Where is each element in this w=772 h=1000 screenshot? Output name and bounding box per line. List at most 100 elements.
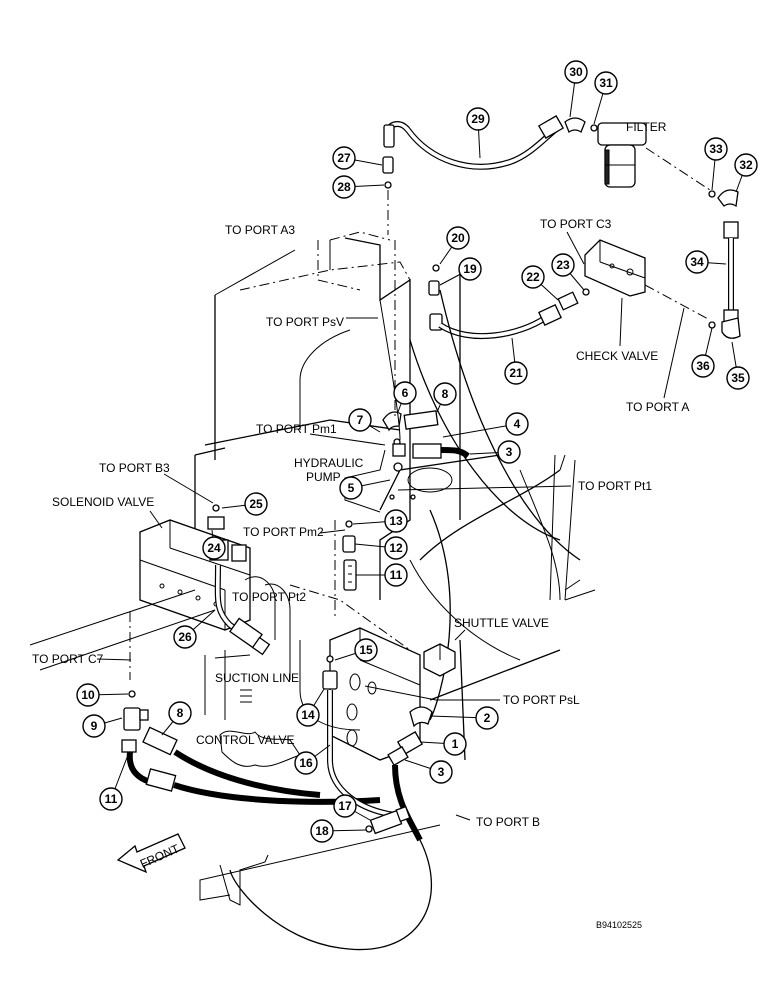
fitting-27 [382,156,394,174]
callout-bubble [466,107,490,131]
tank-right [549,454,576,601]
callout-bubble [497,440,521,464]
callout-33: 33 [704,137,728,191]
callout-bubble [433,382,457,406]
tee-9-side [139,709,149,721]
callout-bubble [443,732,467,756]
callout-number: 19 [463,262,477,276]
callout-11: 11 [356,563,408,587]
front-arrow: FRONT [116,833,186,874]
callout-number: 4 [514,417,521,431]
hose-upper [299,329,351,430]
callout-number: 17 [338,799,352,813]
callout-number: 28 [337,180,351,194]
callout-bubble [354,638,378,662]
bottom-hose-loop [229,839,433,951]
callout-bubble [202,536,226,560]
callout-number: 11 [390,568,403,582]
callout-number: 7 [357,413,364,427]
callout-bubble [458,257,482,281]
pt2-leader [214,654,251,659]
label-port-psl: TO PORT PsL [503,693,580,707]
callout-16: 16 [294,744,331,775]
callout-number: 6 [402,386,409,400]
callout-bubble [294,751,318,775]
fitting-14 [322,670,338,690]
hose-21 [429,303,562,340]
callout-bubble [296,703,320,727]
callout-bubble [332,175,356,199]
psl-leader-2 [364,685,437,701]
callout-35: 35 [726,341,750,390]
o-ring-20 [432,264,440,272]
callout-number: 24 [207,541,221,555]
callout-12: 12 [354,536,408,560]
floor-line-left [29,589,196,646]
callout-30: 30 [564,60,588,118]
callout-14: 14 [296,688,325,727]
callout-number: 20 [451,231,465,245]
callout-bubble [551,253,575,277]
callout-number: 23 [556,258,570,272]
label-control-valve: CONTROL VALVE [196,733,294,747]
callout-leader [442,423,518,438]
callout-number: 18 [315,824,329,838]
a3-leader [214,249,296,296]
callout-6: 6 [393,381,417,413]
callout-bubble [429,760,453,784]
solenoid-valve [139,519,251,631]
suction-line-hose [204,576,291,720]
callout-18: 18 [310,819,367,843]
label-shuttle-valve: SHUTTLE VALVE [454,616,549,630]
callout-number: 3 [438,765,445,779]
callout-number: 25 [249,497,263,511]
bracket-bottom [219,854,269,906]
callout-bubble [82,714,106,738]
elbow-32 [717,189,739,208]
callout-number: 16 [299,756,313,770]
callout-number: 21 [509,366,523,380]
o-ring-13 [345,520,353,528]
pt2-dash [289,584,411,651]
callout-bubble [521,265,545,289]
pt1-leader [397,485,572,491]
callout-13: 13 [352,509,408,533]
callout-29: 29 [466,107,490,159]
callout-11: 11 [99,754,129,811]
o-ring-33 [708,190,716,198]
callout-15: 15 [334,638,378,662]
hose-tank-right [519,469,561,601]
label-pump: PUMP [306,470,341,484]
elbow-35 [721,317,741,339]
filter-leader [645,147,711,191]
callout-bubble [333,794,357,818]
callout-number: 33 [709,142,723,156]
b3-leader [163,473,214,504]
filter-unit [597,122,647,188]
callout-bubble [173,625,197,649]
shuttle-valve [423,643,456,677]
check-to-a-dash [644,284,711,321]
callout-number: 29 [471,112,485,126]
callout-bubble [564,60,588,84]
callout-5: 5 [339,476,391,500]
callout-number: 13 [389,514,403,528]
label-solenoid-valve: SOLENOID VALVE [52,495,154,509]
callout-20: 20 [439,226,470,265]
label-port-pt2: TO PORT Pt2 [232,590,306,604]
callout-number: 3 [506,445,513,459]
label-check-valve: CHECK VALVE [576,349,658,363]
floor-line-bottom [199,824,441,901]
fitting-17 [365,805,411,835]
callout-1: 1 [419,732,467,756]
callout-bubble [504,361,528,385]
callout-bubble [446,226,470,250]
callout-number: 8 [442,387,449,401]
check-valve-leader [619,297,623,347]
callout-3: 3 [469,440,521,464]
callout-31: 31 [593,71,618,125]
fitting-12 [342,535,356,553]
callout-9: 9 [82,714,123,738]
